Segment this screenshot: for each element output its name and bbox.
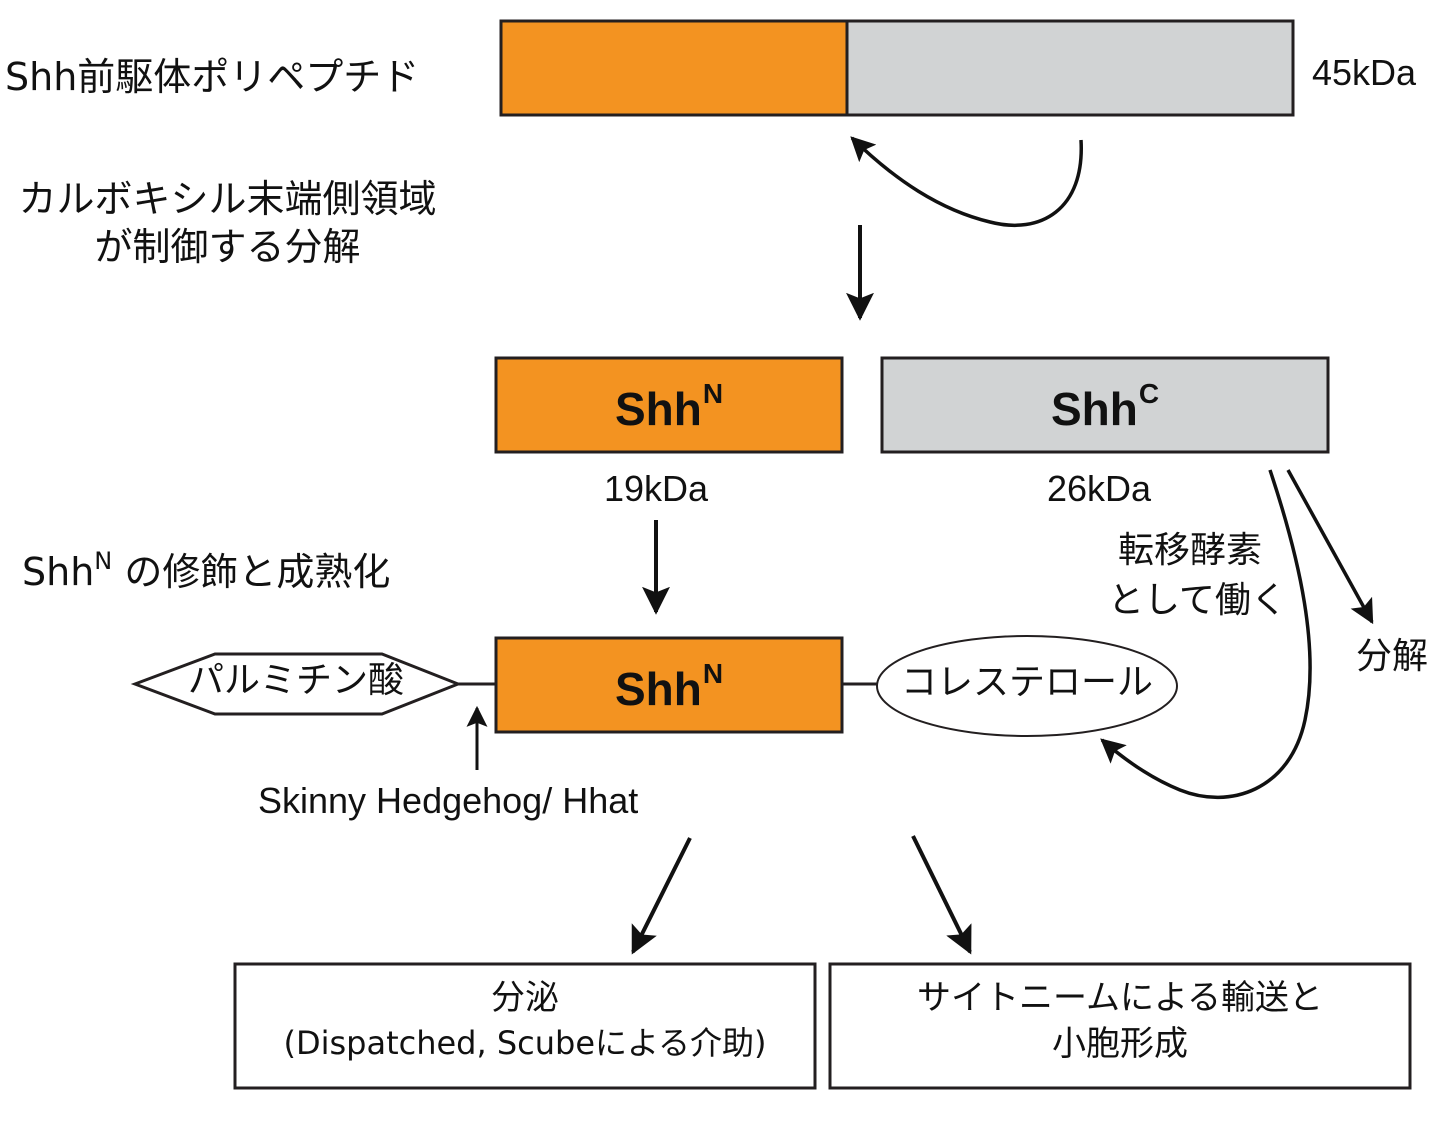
- degradation-arrow: [1286, 469, 1374, 625]
- shh-c-superscript: C: [1138, 378, 1160, 409]
- transferase-arrow: [1100, 469, 1312, 799]
- autocleavage-arrow: [850, 136, 1083, 227]
- cytoneme-line1: サイトニームによる輸送と: [917, 978, 1323, 1018]
- hhat-label: Skinny Hedgehog/ Hhat: [258, 780, 639, 821]
- mature-shh-n-name: Shh: [614, 663, 702, 715]
- secretion-arrow: [631, 837, 692, 955]
- mature-shh-n-superscript: N: [702, 658, 724, 689]
- precursor-n-domain: [499, 19, 849, 117]
- cholesterol-label: コレステロール: [900, 662, 1153, 703]
- cytoneme-box: [828, 962, 1412, 1090]
- shh-n-name: Shh: [614, 383, 702, 435]
- mature-shh-n-label: ShhN: [496, 658, 842, 716]
- cytoneme-text: サイトニームによる輸送と 小胞形成: [830, 976, 1410, 1068]
- precursor-mass: 45kDa: [1312, 52, 1417, 93]
- modification-title: ShhN の修飾と成熟化: [22, 547, 391, 595]
- transferase-line2: として働く: [1108, 580, 1287, 621]
- precursor-label: Shh前駆体ポリペプチド: [5, 55, 420, 99]
- modification-title-superscript: N: [94, 547, 113, 575]
- shh-n-box: [494, 356, 844, 454]
- secretion-text: 分泌 (Dispatched, Scubeによる介助): [235, 976, 815, 1065]
- cholesterol-shape: [876, 635, 1178, 737]
- precursor-c-domain: [845, 19, 1295, 117]
- transferase-line1: 転移酵素: [1118, 530, 1263, 571]
- shh-n-superscript: N: [702, 378, 724, 409]
- shh-c-label: ShhC: [882, 378, 1328, 436]
- shh-c-box: [880, 356, 1330, 454]
- cytoneme-arrow: [911, 835, 972, 955]
- degradation-label: 分解: [1356, 636, 1429, 677]
- palmitic-acid-label: パルミチン酸: [187, 660, 404, 701]
- secretion-line2: (Dispatched, Scubeによる介助): [283, 1023, 767, 1062]
- modification-title-suffix: の修飾と成熟化: [112, 550, 391, 594]
- shh-c-mass: 26kDa: [1046, 468, 1152, 509]
- shh-n-label: ShhN: [496, 378, 842, 436]
- shh-n-mass: 19kDa: [603, 468, 709, 509]
- shh-c-name: Shh: [1050, 383, 1138, 435]
- secretion-box: [233, 962, 817, 1090]
- autoprocessing-line2: が制御する分解: [94, 225, 361, 269]
- cytoneme-line2: 小胞形成: [1052, 1023, 1188, 1064]
- mature-shh-n-box: [494, 636, 844, 734]
- autoprocessing-line1: カルボキシル末端側領域: [18, 177, 437, 221]
- modification-title-prefix: Shh: [22, 550, 95, 594]
- secretion-line1: 分泌: [491, 978, 559, 1018]
